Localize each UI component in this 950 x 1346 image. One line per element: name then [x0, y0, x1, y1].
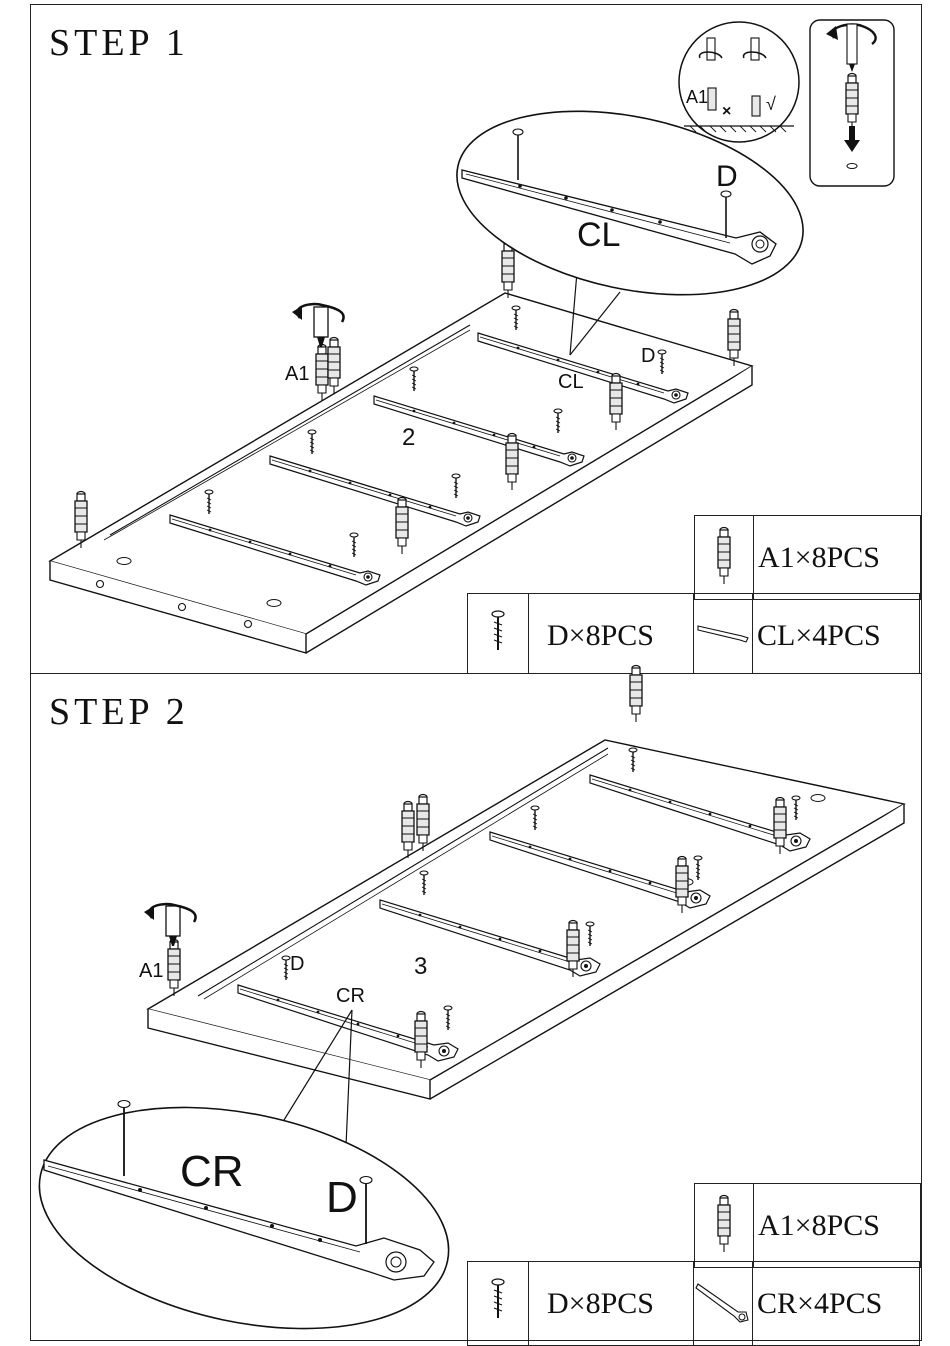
- step2-zoom-label-d: D: [326, 1173, 358, 1222]
- step2-zoom-label-cr: CR: [180, 1147, 244, 1196]
- cam-dowel-icon: [695, 1184, 753, 1262]
- screwdriver-icon: [144, 904, 196, 946]
- screw-icon: [468, 1262, 528, 1340]
- step2-label-d: D: [290, 953, 304, 975]
- step2-part-cr-text: CR×4PCS: [753, 1287, 919, 1321]
- step2-parts-table: A1×8PCS: [694, 1183, 921, 1268]
- step2-part-a1-text: A1×8PCS: [754, 1209, 920, 1243]
- step2-parts-table-bottom: D×8PCS CR×4PCS: [467, 1261, 920, 1346]
- step2-label-a1: A1: [139, 960, 163, 982]
- step2-part-d-text: D×8PCS: [529, 1287, 693, 1321]
- step2-label-panel: 3: [414, 953, 427, 980]
- rail-cr-icon: [694, 1262, 752, 1340]
- step2-label-cr: CR: [336, 985, 365, 1007]
- step2-board: [148, 740, 904, 1099]
